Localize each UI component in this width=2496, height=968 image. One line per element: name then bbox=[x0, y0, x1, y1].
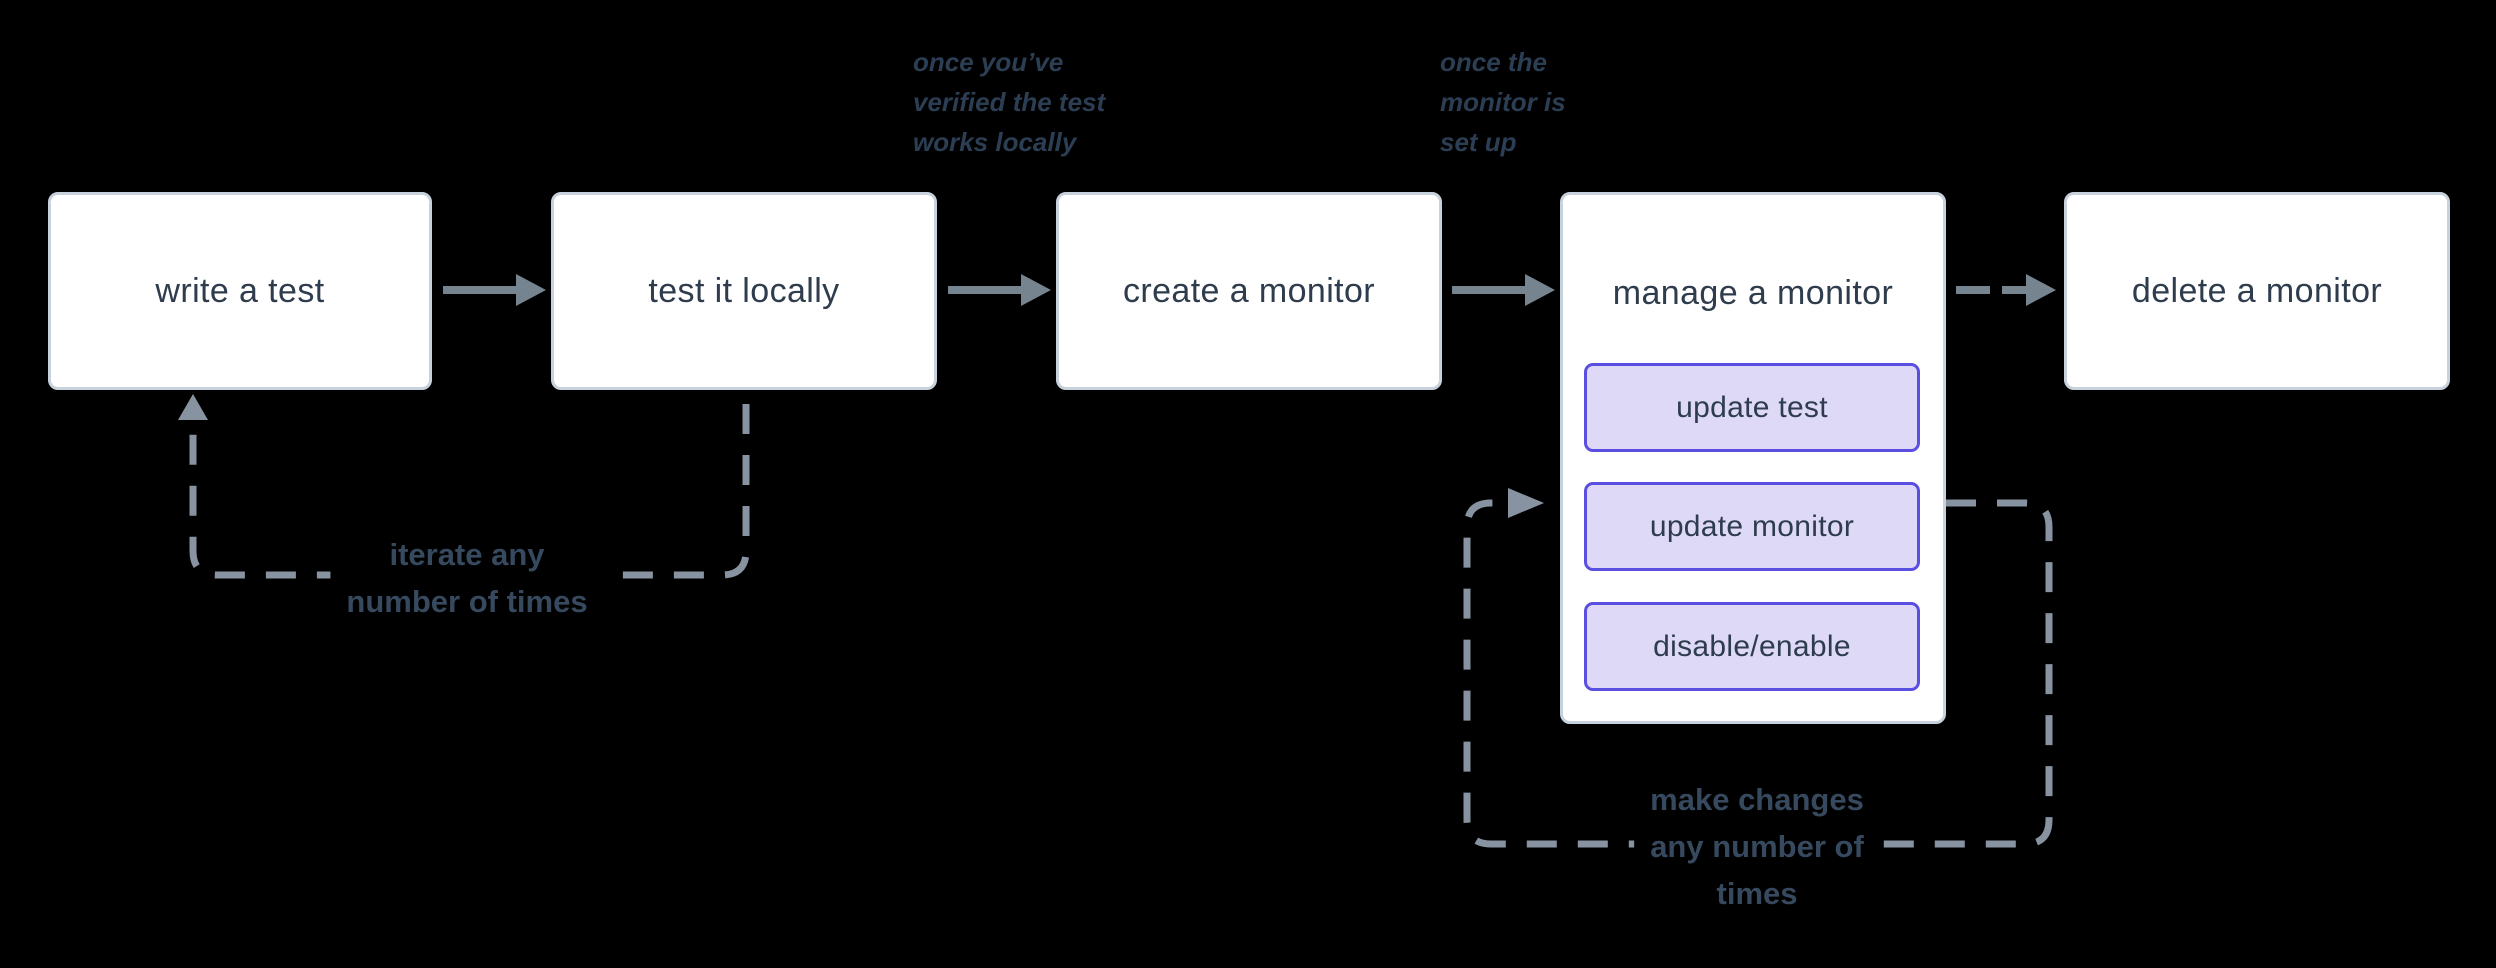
action-label: disable/enable bbox=[1653, 629, 1851, 663]
iterate-loop-arrow bbox=[178, 394, 750, 579]
loop-label-line: number of times bbox=[346, 584, 588, 619]
flow-node-write-a-test: write a test bbox=[48, 192, 432, 390]
action-label: update test bbox=[1676, 390, 1828, 424]
annotation-line: once you’ve bbox=[913, 47, 1064, 77]
annotation-line: verified the test bbox=[913, 87, 1106, 117]
dashed-arrow-manage-to-delete bbox=[1956, 274, 2056, 306]
flow-node-test-it-locally: test it locally bbox=[551, 192, 937, 390]
loop-label-line: any number of bbox=[1650, 829, 1864, 864]
action-update-test: update test bbox=[1584, 363, 1920, 452]
annotation-line: works locally bbox=[913, 127, 1077, 157]
annotation-once-verified: once you’ve verified the test works loca… bbox=[913, 42, 1105, 162]
arrow-write-to-test bbox=[443, 274, 546, 306]
loop-label-make-changes: make changes any number of times bbox=[1634, 776, 1880, 917]
action-update-monitor: update monitor bbox=[1584, 482, 1920, 571]
loop-label-line: make changes bbox=[1650, 782, 1864, 817]
annotation-line: once the bbox=[1440, 47, 1547, 77]
flow-node-manage-a-monitor: manage a monitor update test update moni… bbox=[1560, 192, 1946, 724]
annotation-once-set-up: once the monitor is set up bbox=[1440, 42, 1566, 162]
action-disable-enable: disable/enable bbox=[1584, 602, 1920, 691]
node-label: write a test bbox=[155, 271, 325, 310]
annotation-line: monitor is bbox=[1440, 87, 1566, 117]
arrow-create-to-manage bbox=[1452, 274, 1555, 306]
node-label: test it locally bbox=[648, 271, 840, 310]
loop-label-line: iterate any bbox=[389, 537, 545, 572]
node-label: delete a monitor bbox=[2131, 271, 2383, 310]
node-label: manage a monitor bbox=[1612, 274, 1894, 312]
flow-node-create-a-monitor: create a monitor bbox=[1056, 192, 1442, 390]
annotation-line: set up bbox=[1440, 127, 1517, 157]
loop-label-line: times bbox=[1716, 876, 1798, 911]
loop-label-iterate: iterate any number of times bbox=[330, 531, 604, 625]
flow-node-delete-a-monitor: delete a monitor bbox=[2064, 192, 2450, 390]
action-label: update monitor bbox=[1649, 509, 1855, 543]
arrow-test-to-create bbox=[948, 274, 1051, 306]
node-label: create a monitor bbox=[1122, 271, 1376, 310]
